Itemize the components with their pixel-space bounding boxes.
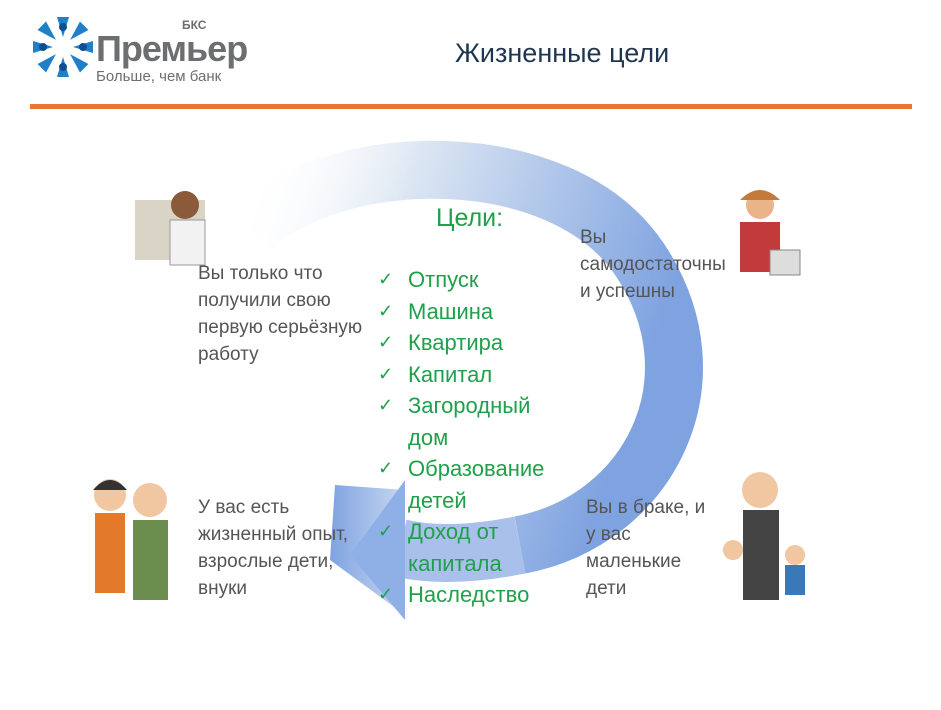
brand-super: БКС [182, 18, 207, 32]
goals-list: ✓Отпуск ✓Машина ✓Квартира ✓Капитал ✓Заго… [378, 264, 568, 611]
goal-item: ✓Образование детей [378, 453, 568, 516]
stage-first-job: Вы только что получили свою первую серьё… [198, 263, 363, 365]
goal-item: ✓Загородный дом [378, 390, 568, 453]
divider [30, 104, 912, 109]
checkmark-icon: ✓ [378, 269, 394, 289]
checkmark-icon: ✓ [378, 395, 394, 415]
bks-logo-icon [33, 17, 93, 77]
tagline: Больше, чем банк [96, 68, 222, 85]
checkmark-icon: ✓ [378, 584, 394, 604]
goal-item: ✓Квартира [378, 327, 568, 359]
family-illustration [723, 472, 805, 600]
stage-successful: Вы самодостаточны и успешны [580, 227, 726, 302]
checkmark-icon: ✓ [378, 300, 394, 321]
goal-item: ✓Капитал [378, 359, 568, 391]
stage-married: Вы в браке, и у вас маленькие дети [586, 497, 706, 599]
successful-person-illustration [740, 190, 801, 276]
page-title: Жизненные цели [455, 38, 670, 68]
goal-item: ✓Отпуск [378, 264, 568, 296]
checkmark-icon: ✓ [378, 332, 394, 352]
checkmark-icon: ✓ [378, 458, 394, 478]
first-job-person-illustration [135, 191, 206, 266]
brand-name: Премьер [96, 28, 248, 69]
checkmark-icon: ✓ [378, 521, 394, 541]
stage-experienced: У вас есть жизненный опыт, взрослые дети… [198, 497, 349, 599]
checkmark-icon: ✓ [378, 363, 394, 384]
goal-item: ✓Машина [378, 296, 568, 328]
goal-item: ✓Доход от капитала [378, 516, 568, 579]
goals-title: Цели: [436, 204, 504, 232]
goal-item: ✓Наследство [378, 579, 568, 611]
grandparents-illustration [93, 479, 168, 600]
